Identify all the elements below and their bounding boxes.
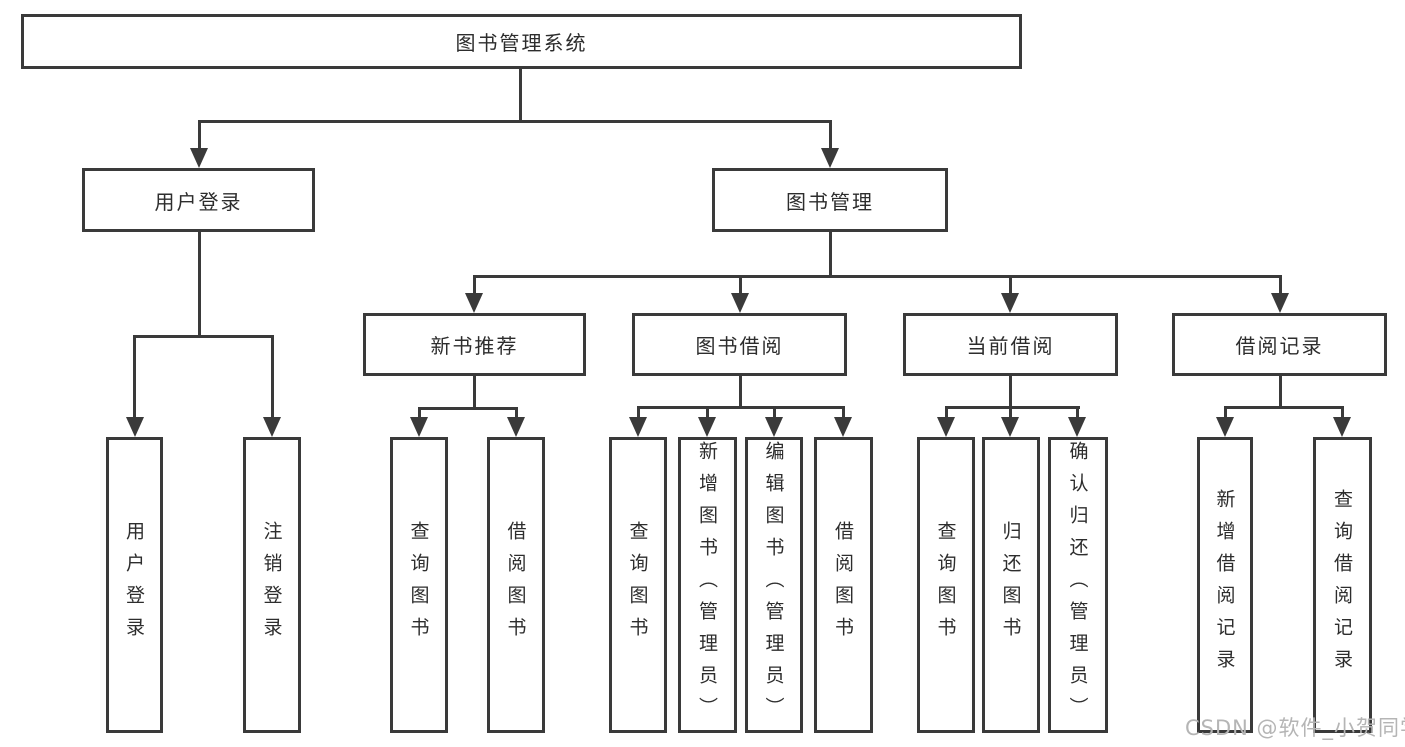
connector-level3-drop (473, 275, 476, 299)
arrow-down-icon (1333, 417, 1351, 437)
node-leaf-query-books-current: 查询图书 (917, 437, 975, 733)
connector-leaf-drop (842, 406, 845, 420)
connector-group-stem (1009, 376, 1012, 408)
connector-book-mgmt-stem (829, 232, 832, 277)
connector-leaf-drop (271, 335, 274, 419)
arrow-down-icon (263, 417, 281, 437)
node-leaf-edit-book-admin: 编辑图书（管理员） (745, 437, 803, 733)
node-leaf-add-book-admin: 新增图书（管理员） (678, 437, 737, 733)
connector-leaf-drop (1224, 406, 1227, 420)
connector-leaf-drop (1009, 406, 1012, 420)
node-leaf-query-borrow-record: 查询借阅记录 (1313, 437, 1372, 733)
connector-group-bar (418, 407, 518, 410)
connector-leaf-drop (1076, 406, 1079, 420)
node-new-book-recommend: 新书推荐 (363, 313, 586, 376)
connector-leaf-drop (945, 406, 948, 420)
connector-leaf-drop (773, 406, 776, 420)
node-book-management: 图书管理 (712, 168, 948, 232)
arrow-down-icon (731, 293, 749, 313)
connector-leaf-drop (515, 407, 518, 421)
connector-group-stem (1279, 374, 1282, 408)
connector-leaf-drop (637, 406, 640, 420)
arrow-down-icon (1068, 417, 1086, 437)
node-leaf-confirm-return-admin: 确认归还（管理员） (1048, 437, 1108, 733)
connector-level3-drop (1009, 275, 1012, 299)
connector-user-login-stem (198, 232, 201, 337)
connector-leaf-drop (1341, 406, 1344, 420)
node-leaf-query-books-recommend: 查询图书 (390, 437, 448, 733)
connector-root-bar (198, 120, 832, 123)
node-leaf-user-login: 用户登录 (106, 437, 163, 733)
connector-level3-bar (473, 275, 1282, 278)
node-user-login: 用户登录 (82, 168, 315, 232)
connector-leaf-drop (133, 335, 136, 419)
node-current-borrow: 当前借阅 (903, 313, 1118, 376)
arrow-down-icon (834, 417, 852, 437)
node-leaf-logout: 注销登录 (243, 437, 301, 733)
node-leaf-query-books-borrow: 查询图书 (609, 437, 667, 733)
arrow-down-icon (937, 417, 955, 437)
connector-leaf-drop (418, 407, 421, 421)
connector-group-bar (1224, 406, 1344, 409)
connector-leaf-drop (706, 406, 709, 420)
connector-group-stem (473, 376, 476, 409)
connector-level3-drop (739, 275, 742, 299)
arrow-down-icon (821, 148, 839, 168)
node-leaf-borrow-books-recommend: 借阅图书 (487, 437, 545, 733)
arrow-down-icon (629, 417, 647, 437)
connector-group-stem (739, 376, 742, 408)
node-leaf-return-books: 归还图书 (982, 437, 1040, 733)
arrow-down-icon (1001, 293, 1019, 313)
node-borrow-records: 借阅记录 (1172, 313, 1387, 376)
arrow-down-icon (465, 293, 483, 313)
connector-level3-drop (1279, 275, 1282, 299)
arrow-down-icon (126, 417, 144, 437)
connector-user-login-drop (198, 120, 201, 152)
connector-user-login-bar (133, 335, 274, 338)
connector-root-stem (519, 69, 522, 120)
arrow-down-icon (765, 417, 783, 437)
node-leaf-add-borrow-record: 新增借阅记录 (1197, 437, 1253, 733)
connector-group-bar (637, 406, 845, 409)
arrow-down-icon (190, 148, 208, 168)
arrow-down-icon (698, 417, 716, 437)
connector-group-bar (945, 406, 1080, 409)
node-book-borrow: 图书借阅 (632, 313, 847, 376)
arrow-down-icon (1216, 417, 1234, 437)
arrow-down-icon (507, 417, 525, 437)
watermark: CSDN @软件_小贺同学 (1185, 716, 1405, 740)
node-leaf-borrow-books-borrow: 借阅图书 (814, 437, 873, 733)
node-root: 图书管理系统 (21, 14, 1022, 69)
arrow-down-icon (1001, 417, 1019, 437)
arrow-down-icon (1271, 293, 1289, 313)
arrow-down-icon (410, 417, 428, 437)
connector-book-mgmt-drop (829, 120, 832, 152)
